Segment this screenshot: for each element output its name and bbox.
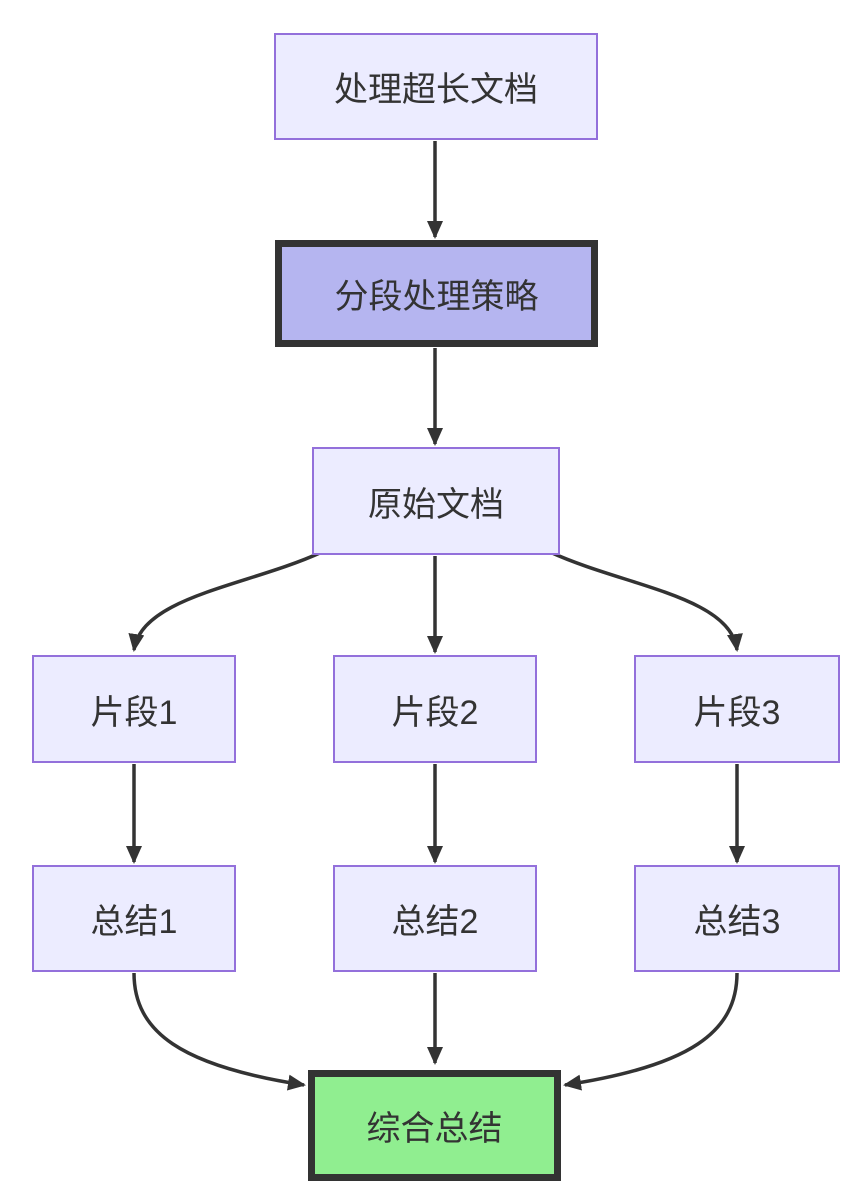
node-label: 总结3 [693,903,781,941]
node-fragment-3: 片段3 [634,655,840,763]
node-process-long-document: 处理超长文档 [274,33,598,140]
node-label: 分段处理策略 [334,278,539,316]
node-summary-2: 总结2 [333,865,537,972]
node-label: 片段1 [90,693,178,732]
edge-g-j [132,972,306,1091]
node-label: 总结2 [391,903,479,941]
node-label: 综合总结 [366,1110,503,1148]
edge-i-j [563,972,739,1091]
node-combined-summary: 综合总结 [308,1070,561,1181]
node-label: 片段2 [391,693,479,732]
node-fragment-1: 片段1 [32,655,236,763]
node-original-document: 原始文档 [312,447,560,555]
node-label: 原始文档 [368,485,504,524]
node-segment-strategy: 分段处理策略 [275,240,598,347]
node-label: 处理超长文档 [334,71,538,109]
node-label: 片段3 [693,693,781,732]
node-summary-3: 总结3 [634,865,840,972]
node-label: 总结1 [90,903,178,941]
edge-c-d [128,550,323,652]
node-summary-1: 总结1 [32,865,236,972]
edge-c-f [549,550,743,652]
node-fragment-2: 片段2 [333,655,537,763]
